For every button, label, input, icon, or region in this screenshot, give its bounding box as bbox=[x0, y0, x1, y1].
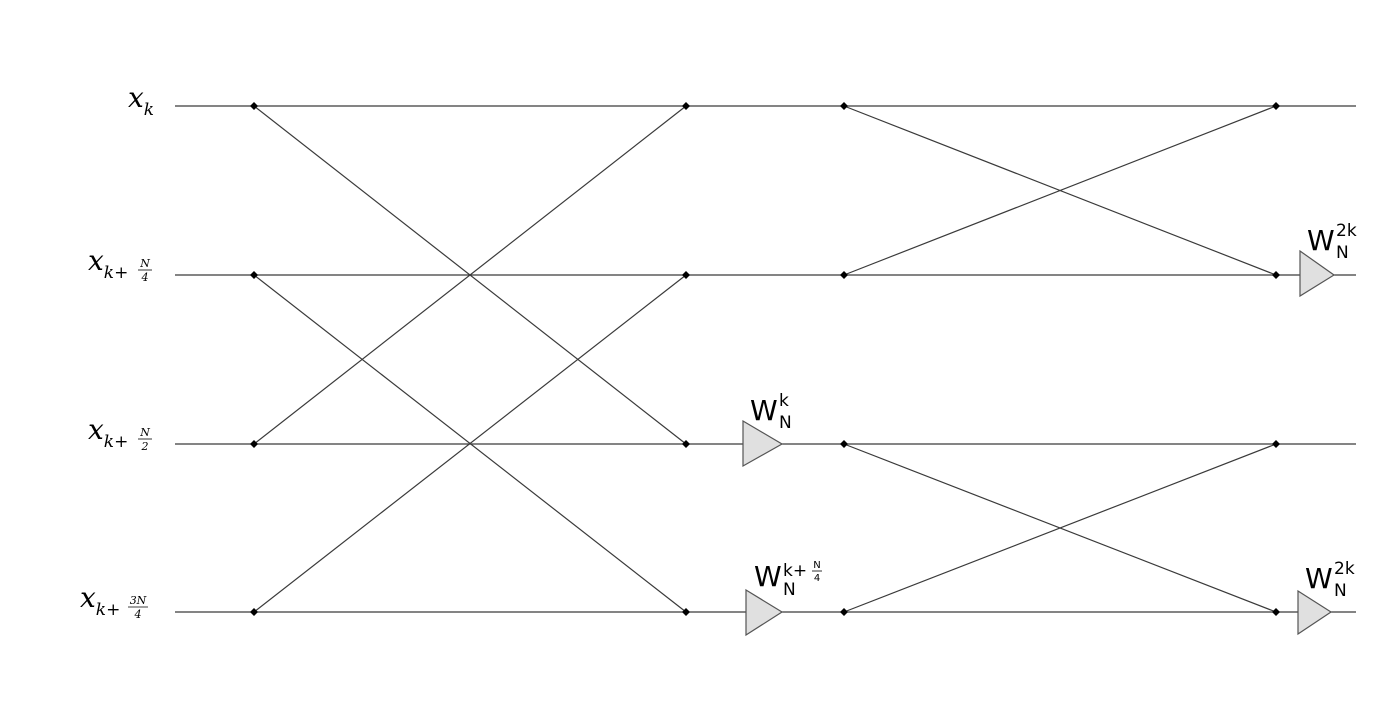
input-label-2-frac-num: N bbox=[139, 426, 150, 439]
multipliers bbox=[742, 249, 1336, 637]
input-label-1: xk+ bbox=[88, 244, 128, 283]
twiddle-label-w2k-top: W bbox=[1307, 224, 1335, 257]
cross-2-0 bbox=[253, 105, 687, 445]
twiddle-label-wkn4-frac-den: 4 bbox=[814, 573, 820, 584]
cross-1-0 bbox=[843, 105, 1277, 276]
twiddle-label-w2k-top-sup: 2k bbox=[1336, 221, 1357, 241]
cross-3-1 bbox=[253, 274, 687, 613]
twiddle-label-w2k-bottom-sub: N bbox=[1334, 581, 1347, 601]
node bbox=[682, 102, 690, 110]
node bbox=[840, 608, 848, 616]
node bbox=[1272, 271, 1280, 279]
input-label-2: xk+ bbox=[88, 413, 128, 452]
stage-2-crossings bbox=[843, 105, 1277, 613]
input-label-3: xk+ bbox=[80, 581, 120, 620]
multiplier-triangle bbox=[745, 588, 784, 637]
input-label-2-frac-den: 2 bbox=[141, 440, 149, 453]
node bbox=[682, 271, 690, 279]
input-label-1-frac-num: N bbox=[139, 257, 150, 270]
node bbox=[250, 608, 258, 616]
twiddle-label-wk: W bbox=[750, 394, 778, 427]
twiddle-label-wkn4-frac-num: N bbox=[813, 560, 820, 571]
node bbox=[250, 440, 258, 448]
node bbox=[840, 440, 848, 448]
cross-3-2 bbox=[843, 443, 1277, 613]
stage-1-crossings bbox=[253, 105, 687, 613]
multiplier-triangle bbox=[742, 419, 784, 468]
node bbox=[682, 608, 690, 616]
node bbox=[1272, 608, 1280, 616]
multiplier-triangle bbox=[1297, 589, 1333, 636]
node bbox=[1272, 440, 1280, 448]
multiplier-triangle bbox=[1299, 249, 1336, 298]
input-labels: xk xk+ N 4 xk+ N 2 xk+ 3N 4 bbox=[80, 81, 154, 621]
nodes bbox=[250, 102, 1280, 616]
node bbox=[840, 102, 848, 110]
twiddle-label-w2k-bottom-sup: 2k bbox=[1334, 559, 1355, 579]
node bbox=[682, 440, 690, 448]
twiddle-label-w2k-top-sub: N bbox=[1336, 243, 1349, 263]
input-label-0: xk bbox=[128, 81, 154, 120]
node bbox=[250, 102, 258, 110]
twiddle-label-wkn4: W bbox=[754, 560, 782, 593]
input-label-3-frac-num: 3N bbox=[130, 594, 147, 607]
twiddle-label-wkn4-sup: k+ bbox=[783, 561, 807, 581]
input-label-3-frac-den: 4 bbox=[134, 608, 142, 621]
node bbox=[250, 271, 258, 279]
twiddle-label-wk-sub: N bbox=[779, 413, 792, 433]
twiddle-label-w2k-bottom: W bbox=[1305, 562, 1333, 595]
twiddle-labels: W k N W k+ N N 4 W 2k N W 2k N bbox=[750, 221, 1357, 601]
twiddle-label-wkn4-sub: N bbox=[783, 580, 796, 600]
node bbox=[840, 271, 848, 279]
node bbox=[1272, 102, 1280, 110]
twiddle-label-wk-sup: k bbox=[779, 391, 789, 411]
input-label-1-frac-den: 4 bbox=[141, 271, 149, 284]
